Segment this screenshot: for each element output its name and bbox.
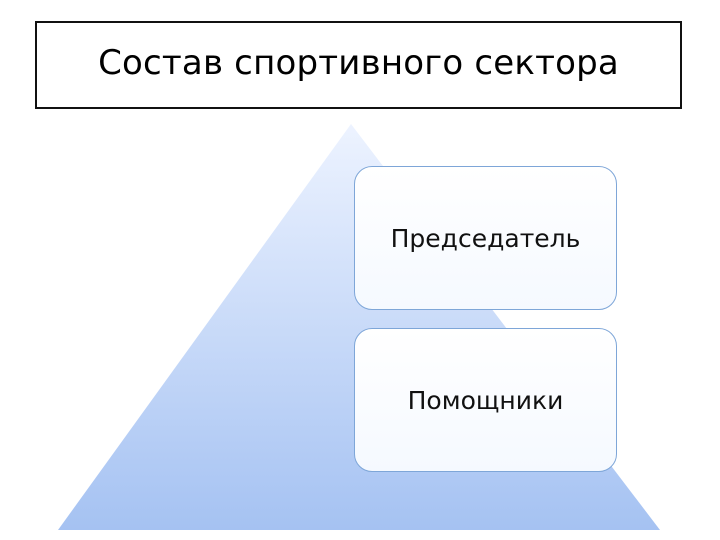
level-label-chairman: Председатель: [390, 223, 581, 253]
slide-title: Состав спортивного сектора: [98, 43, 619, 83]
level-box-assistants: Помощники: [354, 328, 617, 472]
slide-title-box: Состав спортивного сектора: [35, 21, 682, 109]
level-label-assistants: Помощники: [407, 385, 564, 415]
level-box-chairman: Председатель: [354, 166, 617, 310]
